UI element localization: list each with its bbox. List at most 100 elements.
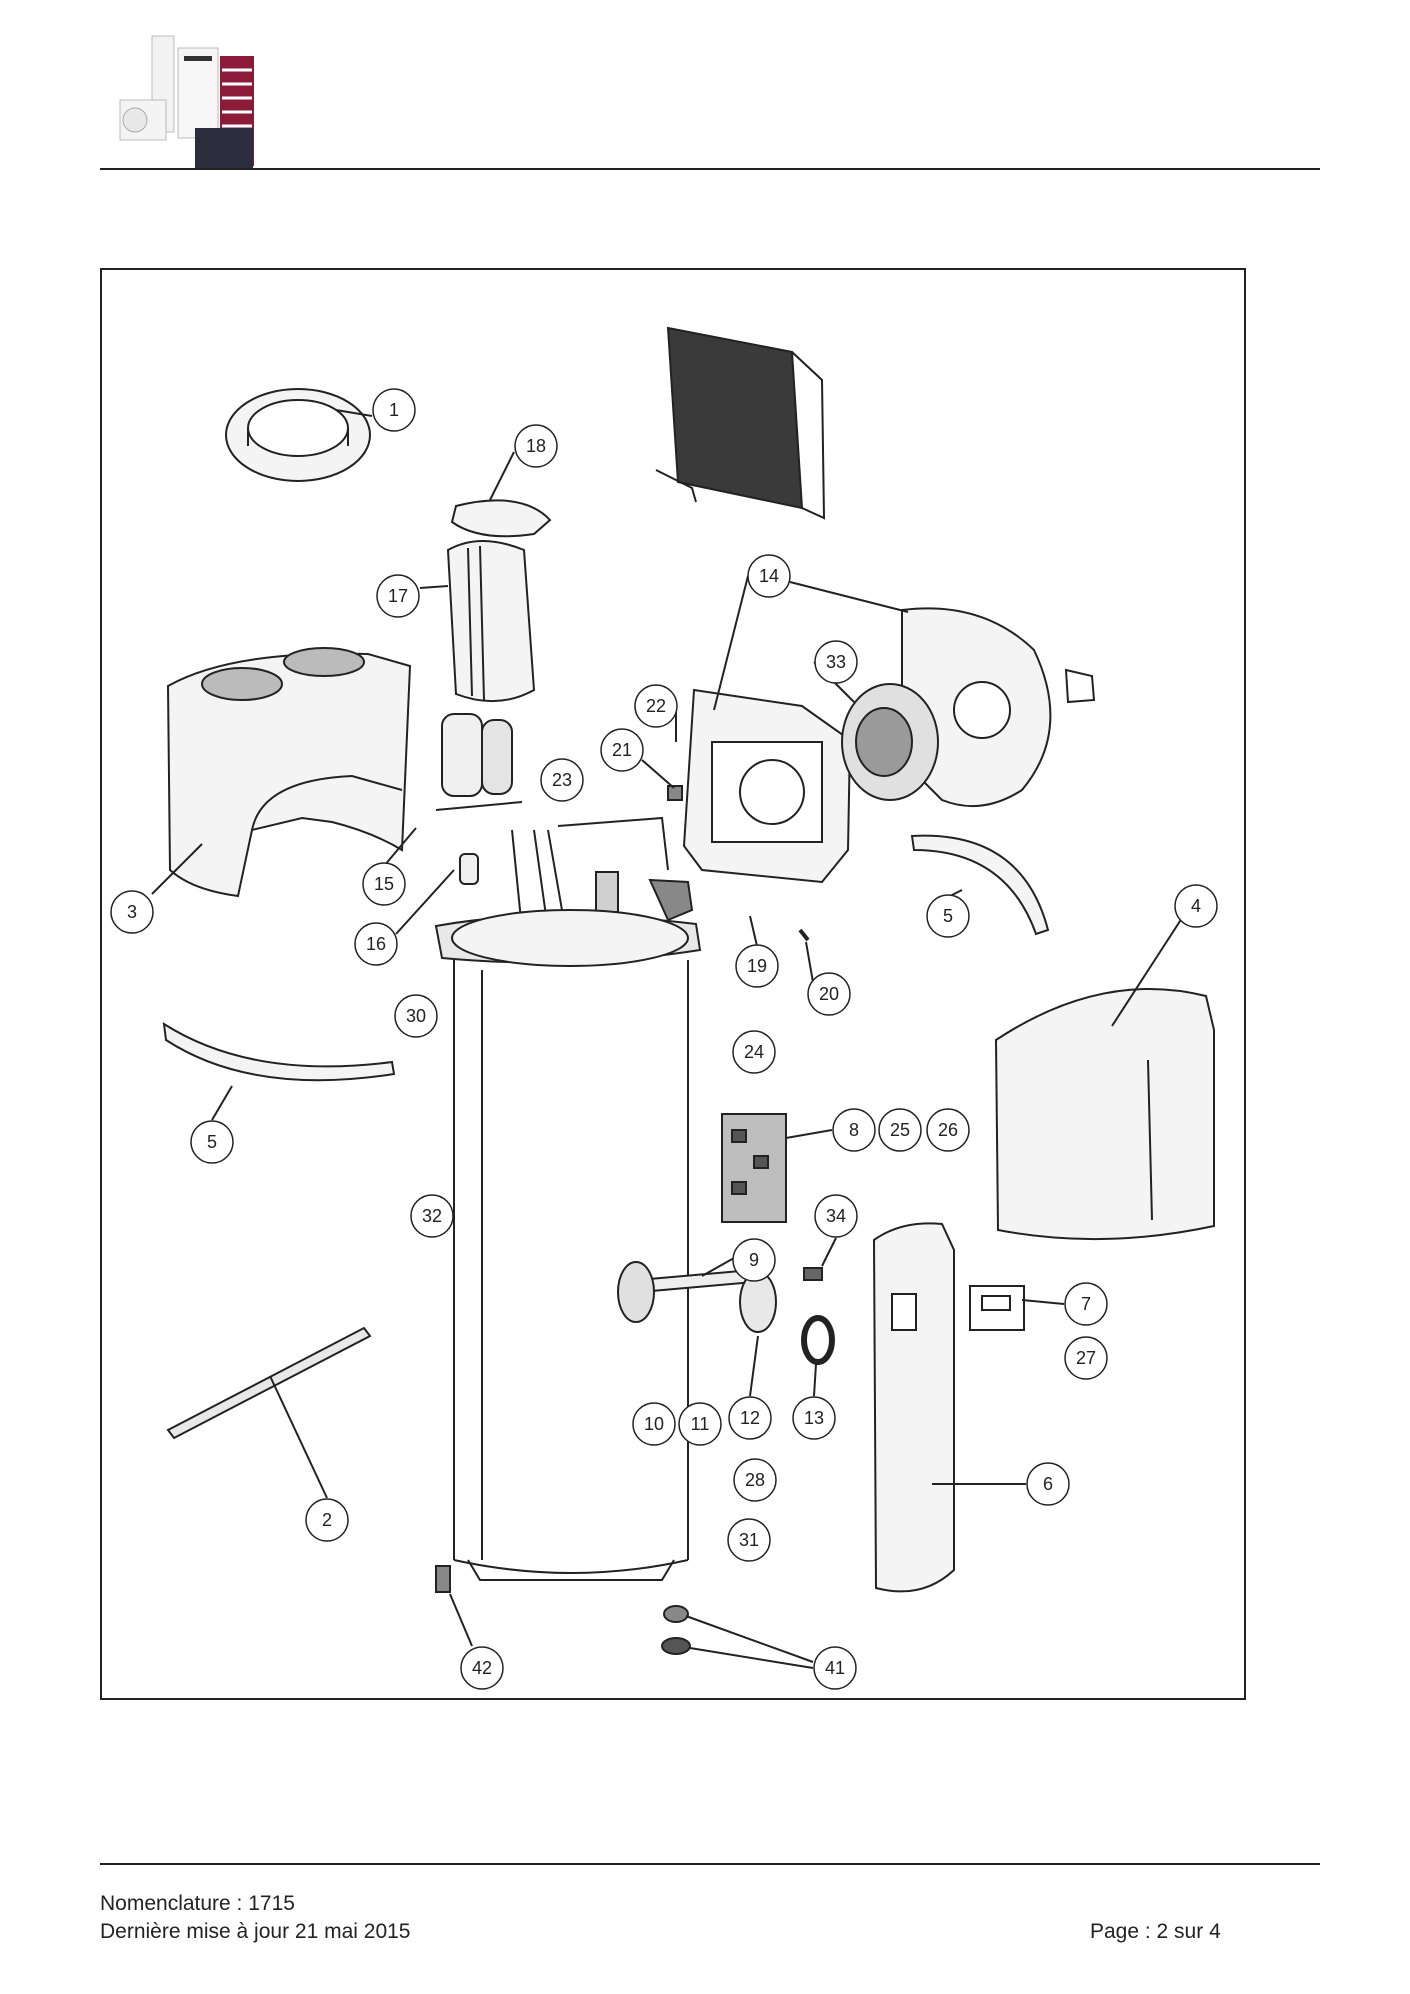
callout-balloon: [1064, 1336, 1108, 1380]
callout-33: 33: [814, 640, 858, 684]
callout-number: 20: [819, 984, 839, 1004]
part-flange-gasket: [801, 1315, 835, 1365]
callout-6: 6: [1026, 1462, 1070, 1506]
callout-number: 17: [388, 586, 408, 606]
leader-line: [821, 1237, 837, 1267]
callout-19: 19: [735, 944, 779, 988]
callout-number: 42: [472, 1658, 492, 1678]
callout-25: 25: [878, 1108, 922, 1152]
callout-number: 5: [207, 1132, 217, 1152]
leader-line: [749, 1335, 759, 1397]
callout-number: 3: [127, 902, 137, 922]
callout-number: 16: [366, 934, 386, 954]
callout-number: 21: [612, 740, 632, 760]
callout-balloon: [1026, 1462, 1070, 1506]
callout-17: 17: [376, 574, 420, 618]
callout-balloon: [728, 1396, 772, 1440]
callout-5: 5: [926, 894, 970, 938]
part-compressor: [435, 713, 523, 811]
callout-balloon: [1174, 884, 1218, 928]
callout-13: 13: [792, 1396, 836, 1440]
callout-balloon: [732, 1238, 776, 1282]
callout-balloon: [814, 640, 858, 684]
callout-23: 23: [540, 758, 584, 802]
leader-line: [813, 1363, 817, 1397]
leader-line: [689, 1647, 814, 1669]
part-expansion-valve: [648, 785, 810, 942]
callout-1: 1: [372, 388, 416, 432]
callout-3: 3: [110, 890, 154, 934]
leader-line: [749, 915, 758, 947]
part-trim-strip-right: [910, 834, 1050, 936]
callout-balloon: [832, 1108, 876, 1152]
callout-balloon: [354, 922, 398, 966]
callout-balloon: [305, 1498, 349, 1542]
callout-number: 15: [374, 874, 394, 894]
callout-balloon: [514, 424, 558, 468]
leader-line: [449, 1593, 473, 1647]
part-heating-element: [617, 1261, 756, 1323]
part-electronic-board: [721, 1113, 787, 1223]
callout-number: 13: [804, 1408, 824, 1428]
callout-number: 9: [749, 1250, 759, 1270]
callout-balloon: [814, 1194, 858, 1238]
callout-11: 11: [678, 1402, 722, 1446]
callout-number: 7: [1081, 1294, 1091, 1314]
callout-number: 32: [422, 1206, 442, 1226]
part-anode: [803, 1267, 823, 1281]
callout-number: 1: [389, 400, 399, 420]
callout-number: 24: [744, 1042, 764, 1062]
callout-number: 6: [1043, 1474, 1053, 1494]
leader-line: [211, 1085, 233, 1121]
callout-32: 32: [410, 1194, 454, 1238]
leader-line: [383, 827, 417, 867]
leader-line: [335, 409, 373, 417]
callout-balloon: [362, 862, 406, 906]
callout-number: 28: [745, 1470, 765, 1490]
part-trim-strip-left: [162, 1022, 396, 1082]
callout-20: 20: [807, 972, 851, 1016]
part-column-cover: [872, 1222, 955, 1593]
callout-8: 8: [832, 1108, 876, 1152]
leader-line: [419, 585, 449, 589]
callout-26: 26: [926, 1108, 970, 1152]
callout-10: 10: [632, 1402, 676, 1446]
leader-line: [489, 451, 515, 501]
leader-line: [1111, 917, 1183, 1027]
callout-34: 34: [814, 1194, 858, 1238]
part-cover-plate: [450, 499, 552, 538]
callout-18: 18: [514, 424, 558, 468]
leader-line: [785, 1129, 833, 1139]
callout-15: 15: [362, 862, 406, 906]
leader-line: [789, 581, 909, 613]
callout-balloon: [747, 554, 791, 598]
callout-number: 22: [646, 696, 666, 716]
callout-balloon: [813, 1646, 857, 1690]
callout-22: 22: [634, 684, 678, 728]
callout-balloon: [926, 1108, 970, 1152]
callout-balloon: [727, 1518, 771, 1562]
part-front-cover: [994, 988, 1215, 1241]
callout-number: 26: [938, 1120, 958, 1140]
callout-number: 25: [890, 1120, 910, 1140]
footer-rule: [100, 1863, 1320, 1865]
callout-number: 19: [747, 956, 767, 976]
callout-16: 16: [354, 922, 398, 966]
callout-balloon: [410, 1194, 454, 1238]
callout-number: 14: [759, 566, 779, 586]
part-fan-housing: [682, 607, 1096, 884]
callout-number: 5: [943, 906, 953, 926]
callout-24: 24: [732, 1030, 776, 1074]
leader-line: [641, 759, 675, 789]
part-evaporator-coil: [655, 326, 826, 520]
part-support-bar: [166, 1326, 372, 1440]
part-fan-wheel: [841, 683, 939, 801]
callout-27: 27: [1064, 1336, 1108, 1380]
callout-number: 33: [826, 652, 846, 672]
callout-number: 10: [644, 1414, 664, 1434]
callout-number: 23: [552, 770, 572, 790]
callout-7: 7: [1064, 1282, 1108, 1326]
callout-number: 4: [1191, 896, 1201, 916]
callout-balloon: [807, 972, 851, 1016]
last-update-label: Dernière mise à jour 21 mai 2015: [100, 1920, 411, 1943]
